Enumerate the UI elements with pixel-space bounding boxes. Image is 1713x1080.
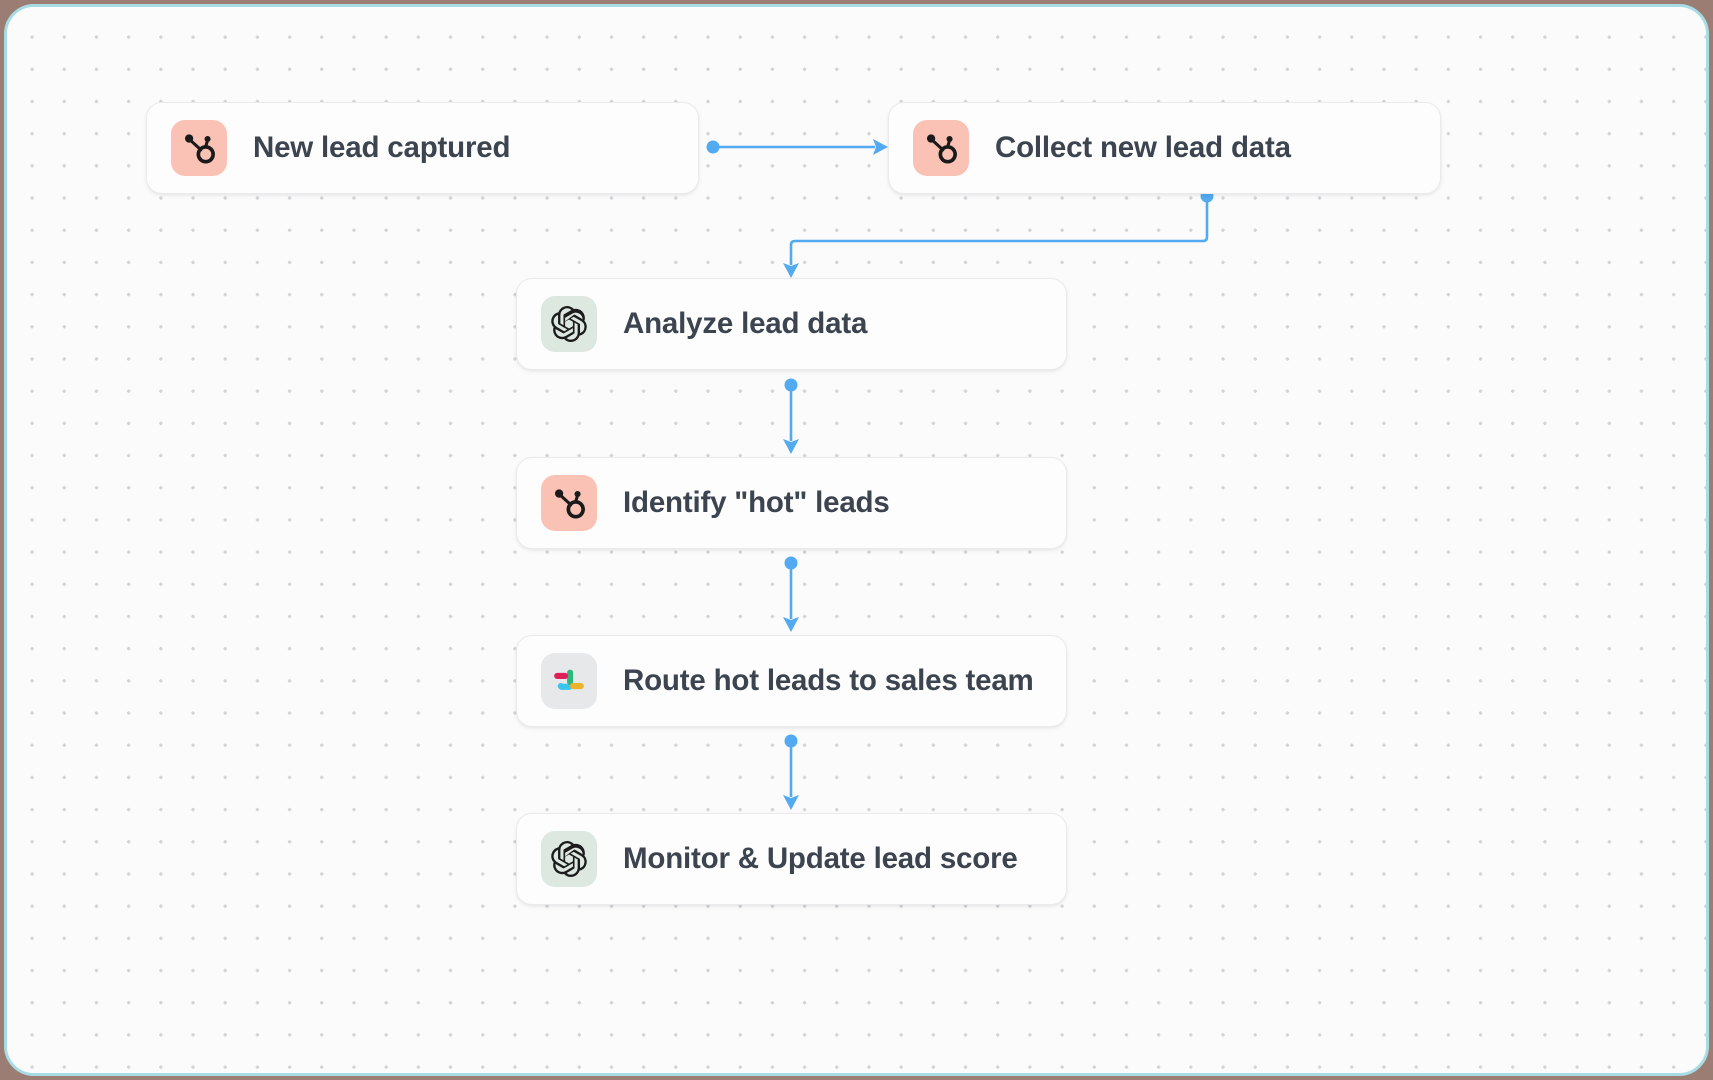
workflow-node-label: New lead captured	[253, 131, 511, 164]
connector-collect-to-analyze	[783, 189, 1214, 278]
workflow-node-monitor[interactable]: Monitor & Update lead score	[516, 813, 1067, 905]
workflow-node-label: Monitor & Update lead score	[623, 842, 1018, 875]
connector-arrowhead	[783, 795, 799, 810]
hubspot-icon	[913, 120, 969, 176]
connector-arrowhead	[873, 139, 888, 155]
connector-path	[789, 196, 1209, 265]
workflow-node-new-lead[interactable]: New lead captured	[146, 102, 699, 194]
workflow-node-label: Identify "hot" leads	[623, 486, 890, 519]
connector-arrowhead	[783, 263, 799, 278]
workflow-node-collect[interactable]: Collect new lead data	[888, 102, 1441, 194]
slack-icon	[541, 653, 597, 709]
workflow-node-label: Collect new lead data	[995, 131, 1291, 164]
workflow-canvas[interactable]: New lead captured Collect new lead data …	[4, 4, 1709, 1076]
connector-arrowhead	[783, 617, 799, 632]
hubspot-icon	[541, 475, 597, 531]
workflow-node-route[interactable]: Route hot leads to sales team	[516, 635, 1067, 727]
connector-analyze-to-identify	[783, 378, 799, 454]
connector-identify-to-route	[783, 556, 799, 632]
hubspot-icon	[171, 120, 227, 176]
connector-arrowhead	[783, 439, 799, 454]
workflow-node-identify[interactable]: Identify "hot" leads	[516, 457, 1067, 549]
openai-icon	[541, 831, 597, 887]
connector-new-lead-to-collect	[706, 139, 888, 155]
workflow-node-analyze[interactable]: Analyze lead data	[516, 278, 1067, 370]
openai-icon	[541, 296, 597, 352]
connector-route-to-monitor	[783, 734, 799, 810]
workflow-node-label: Analyze lead data	[623, 307, 868, 340]
workflow-node-label: Route hot leads to sales team	[623, 664, 1034, 697]
